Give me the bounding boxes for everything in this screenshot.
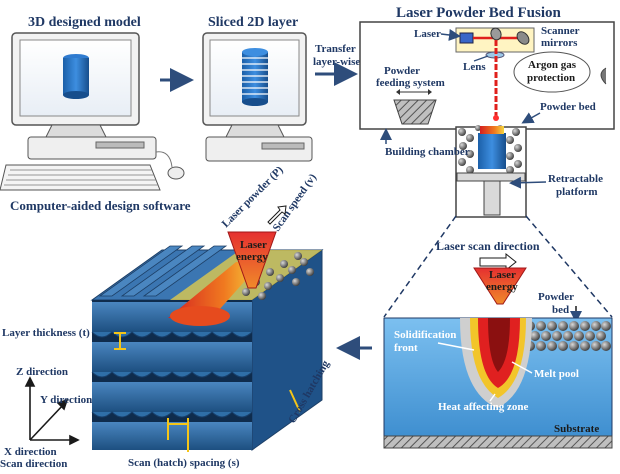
layer-2 [91, 342, 253, 378]
melt-front [170, 306, 230, 326]
hot-layer [480, 126, 504, 134]
layered-block [90, 245, 324, 451]
hatch-spacing-label: Scan (hatch) spacing (s) [128, 457, 240, 469]
substrate-label: Substrate [554, 423, 599, 435]
powder-hopper-icon [393, 99, 437, 125]
scanner-line2: mirrors [541, 37, 578, 49]
zoom-line-right [525, 215, 613, 318]
hot-scan-track [168, 262, 262, 320]
scan-speed-arrow [267, 205, 287, 225]
laser-label: Laser [414, 28, 441, 40]
powder-bed-particles [458, 125, 522, 174]
argon-line1: Argon gas [528, 59, 577, 71]
laser-source-icon [459, 32, 474, 44]
axis-triad [24, 376, 80, 446]
hatch-spacing-marker [167, 418, 189, 452]
scan-speed-label: Scan speed (v) [271, 171, 320, 233]
powder-feed-line2: feeding system [376, 77, 445, 89]
argon-line2: protection [527, 72, 575, 84]
melt-pool-label: Melt pool [534, 368, 579, 380]
z-direction-label: Z direction [16, 366, 68, 378]
layer-3 [91, 382, 253, 418]
x-direction-label: X direction [4, 446, 57, 458]
zoom-line-left [383, 215, 457, 318]
model-title: 3D designed model [28, 15, 141, 30]
transfer-line1: Transfer [315, 43, 356, 55]
cross-hatch-marker [289, 389, 301, 413]
lpbf-title: Laser Powder Bed Fusion [396, 5, 562, 21]
block-laser-line2: energy [236, 251, 268, 263]
mp-laser-line2: energy [486, 281, 518, 293]
building-chamber-label: Building chamber [385, 146, 470, 158]
scan-direction-label: Laser scan direction [436, 239, 540, 253]
retractable-line1: Retractable [548, 173, 603, 185]
melt-pool-powder [525, 321, 611, 351]
block-powder [242, 252, 314, 300]
powder-feed-line1: Powder [384, 65, 420, 77]
haz-label: Heat affecting zone [438, 401, 529, 413]
y-direction-label: Y direction [40, 394, 92, 406]
scanner-line1: Scanner [541, 25, 580, 37]
sliced-layers-icon [242, 48, 268, 106]
layer-thickness-marker [114, 332, 126, 350]
piston [483, 180, 501, 216]
mouse-icon [167, 166, 185, 180]
mp-laser-line1: Laser [489, 269, 516, 281]
build-plate [456, 172, 526, 182]
argon-cloud [513, 51, 591, 93]
solidification-line1: Solidification [394, 329, 456, 341]
built-part [478, 133, 506, 169]
mp-powder-line2: bed [552, 304, 569, 316]
layer-thickness-label: Layer thickness (t) [2, 327, 90, 339]
computer-2 [202, 32, 313, 162]
powder-bed-label: Powder bed [540, 101, 596, 113]
scan-direction-axis-label: Scan direction [0, 458, 67, 470]
solidification-line2: front [394, 342, 418, 354]
block-laser-line1: Laser [240, 239, 267, 251]
lens-label: Lens [463, 61, 486, 73]
laser-energy-cone [473, 267, 527, 305]
slice-title: Sliced 2D layer [208, 15, 298, 30]
cad-caption: Computer-aided design software [10, 198, 191, 213]
mp-powder-line1: Powder [538, 291, 574, 303]
transfer-line2: layer-wise [313, 56, 360, 68]
retractable-line2: platform [556, 186, 598, 198]
mirror-icon [516, 31, 530, 45]
computer-1 [0, 32, 185, 191]
gas-inlet-icon [600, 67, 607, 85]
scan-direction-arrow [479, 252, 517, 272]
block-laser-cone [227, 231, 277, 289]
